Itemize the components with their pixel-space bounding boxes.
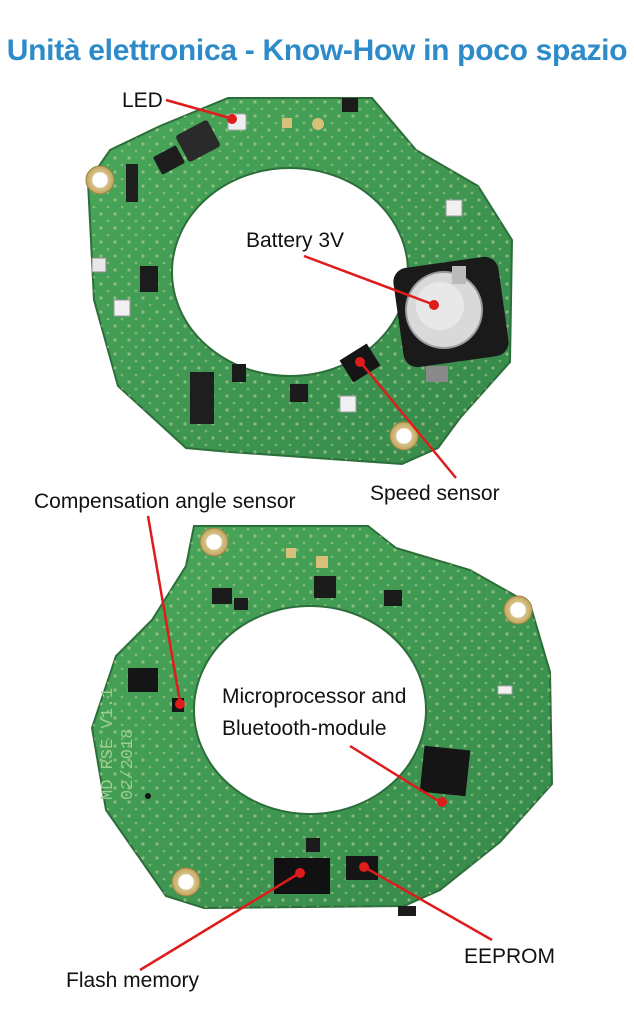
button-component	[91, 257, 107, 273]
pad	[286, 548, 296, 558]
header-connector	[190, 372, 214, 424]
label-eeprom: EEPROM	[464, 945, 556, 968]
via	[145, 793, 151, 799]
label-led: LED	[122, 89, 163, 112]
chip-component	[314, 576, 336, 598]
microprocessor-leader-dot	[437, 797, 447, 807]
label-battery: Battery 3V	[246, 229, 345, 252]
compensation-leader-line	[146, 515, 182, 703]
pad	[312, 118, 324, 130]
label-microprocessor-line2: Bluetooth-module	[222, 717, 387, 740]
chip-component	[232, 364, 246, 382]
connector-component	[398, 906, 416, 916]
chip-component	[128, 668, 158, 692]
battery-leader-dot	[429, 300, 439, 310]
bottom-board-center-hole	[193, 605, 427, 815]
chip-component	[306, 838, 320, 852]
microprocessor-leader-line	[349, 744, 441, 804]
mounting-hole	[389, 421, 419, 451]
callout-leaders	[139, 98, 493, 972]
led-leader-dot	[227, 114, 237, 124]
eeprom-leader-line	[365, 866, 493, 942]
mounting-hole	[85, 165, 115, 195]
board-marking: MD RSE V1.1 02/2018	[99, 688, 138, 800]
mounting-hole	[199, 527, 229, 557]
label-flash-memory: Flash memory	[66, 969, 200, 992]
connector-component	[126, 164, 138, 202]
top-pcb-board	[85, 97, 514, 466]
chip-component	[212, 588, 232, 604]
label-speed-sensor: Speed sensor	[370, 482, 500, 505]
board-marking-line1: MD RSE V1.1	[99, 688, 118, 800]
label-compensation-angle-sensor: Compensation angle sensor	[34, 490, 296, 513]
chip-component	[290, 384, 308, 402]
led-component	[113, 299, 131, 317]
led-component	[339, 395, 357, 413]
inductor-component	[176, 120, 220, 162]
mounting-hole	[503, 595, 533, 625]
led-component	[445, 199, 463, 217]
led-leader-line	[165, 98, 231, 120]
mounting-hole	[171, 867, 201, 897]
flash-leader-dot	[295, 868, 305, 878]
chip-component	[342, 98, 358, 112]
flash-leader-line	[139, 872, 299, 972]
microprocessor-chip	[419, 745, 471, 797]
top-board-center-hole	[171, 167, 409, 377]
speed-sensor-leader-line	[361, 363, 457, 479]
battery-holder	[393, 256, 509, 382]
pad	[282, 118, 292, 128]
pad	[497, 685, 513, 695]
compensation-leader-dot	[175, 699, 185, 709]
bottom-pcb-board: MD RSE V1.1 02/2018	[90, 525, 554, 916]
page-title: Unità elettronica - Know-How in poco spa…	[6, 34, 628, 67]
chip-component	[234, 598, 248, 610]
pad	[316, 556, 328, 568]
board-marking-line2: 02/2018	[119, 729, 138, 800]
label-microprocessor-line1: Microprocessor and	[222, 685, 407, 708]
speed-sensor-leader-dot	[355, 357, 365, 367]
battery-leader-line	[303, 254, 433, 306]
diode-component	[153, 145, 185, 175]
chip-component	[384, 590, 402, 606]
eeprom-leader-dot	[359, 862, 369, 872]
chip-component	[140, 266, 158, 292]
